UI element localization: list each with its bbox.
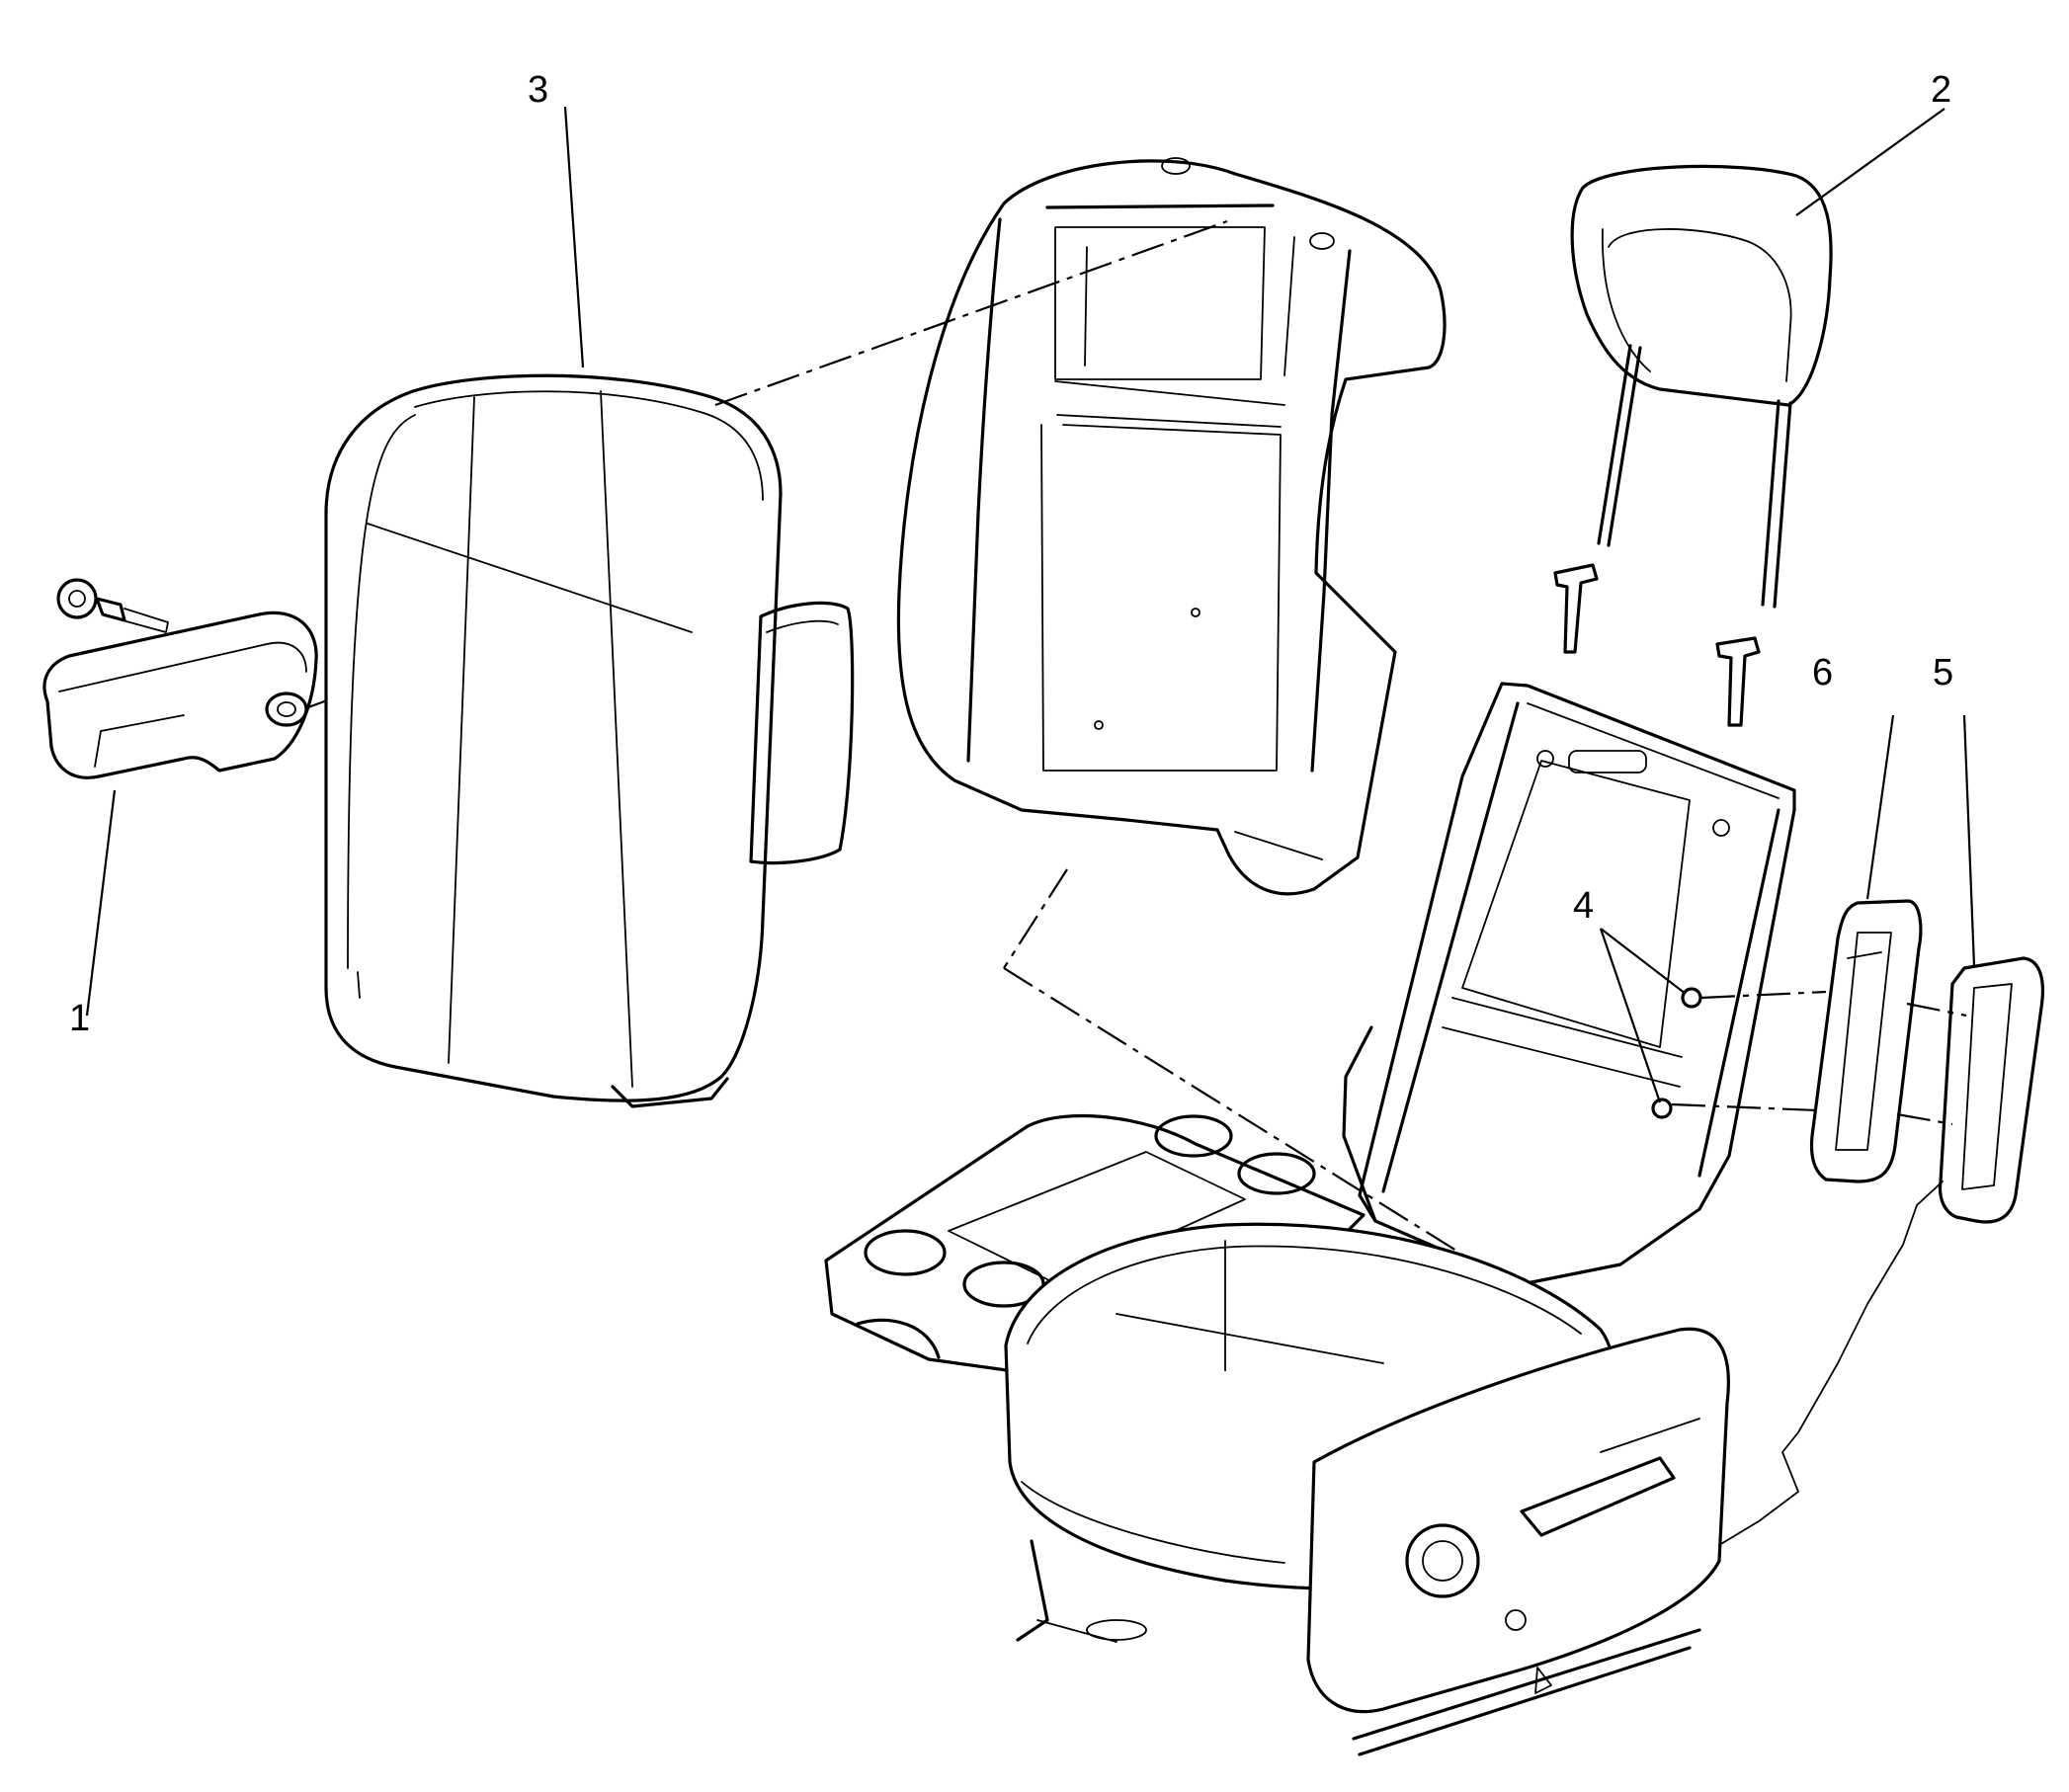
headrest-guide-right	[1715, 636, 1761, 727]
seat-cushion-part	[1004, 1222, 1730, 1756]
side-trim-panel-part	[1718, 956, 2045, 1546]
seat-back-cover-part	[324, 373, 855, 1108]
armrest-screw	[56, 578, 169, 633]
side-bezel-part	[1809, 899, 1923, 1183]
callout-4: 4	[1573, 885, 1595, 927]
headrest-guide-left	[1553, 563, 1599, 654]
callout-6: 6	[1812, 652, 1834, 693]
callout-1: 1	[69, 998, 91, 1039]
headrest-part	[1570, 164, 1833, 609]
leader-lines	[85, 106, 1976, 1103]
armrest-part	[42, 578, 347, 779]
callout-5: 5	[1933, 652, 1954, 693]
callout-3: 3	[528, 69, 549, 111]
callout-2: 2	[1931, 69, 1952, 111]
seat-back-frame-part	[896, 157, 1447, 896]
fasteners-part	[1651, 987, 1702, 1119]
assembly-lines	[714, 219, 1967, 1262]
seat-frame-part	[1342, 682, 1796, 1286]
